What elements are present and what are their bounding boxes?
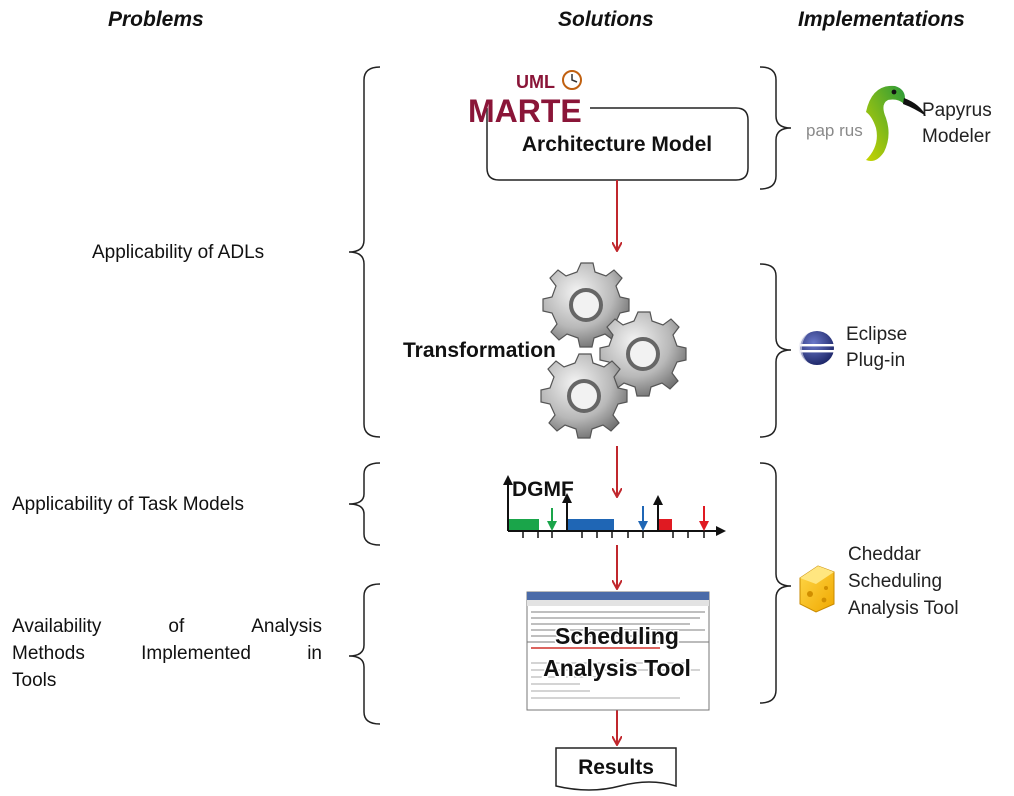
problem-brace-task [348,462,381,546]
eclipse-line2: Plug-in [846,349,906,371]
architecture-model-box [486,107,749,181]
cheddar-line2: Scheduling [848,570,943,592]
problem-analysis-methods: Availability of Analysis Methods Impleme… [12,614,322,695]
problem-analysis-word: Methods [12,642,85,664]
problem-brace-adl [348,66,381,438]
papyrus-line2: Modeler [922,125,991,147]
papyrus-logo-text: pap rus [806,121,863,140]
dgmf-job-green [509,519,539,530]
eclipse-icon [798,331,834,365]
scheduling-label-line1: Scheduling [555,623,679,649]
problem-analysis-word: of [168,616,185,637]
impl-brace-papyrus [759,66,792,190]
impl-brace-eclipse [759,263,792,438]
implementations-header: Implementations [798,8,965,31]
dgmf-job-blue [568,519,614,530]
marte-logo: MARTE [468,93,582,129]
problem-analysis-word: Tools [12,669,57,691]
eclipse-line1: Eclipse [846,324,908,345]
transformation-label: Transformation [403,339,556,362]
problem-analysis-word: Availability [12,616,102,637]
scheduling-label-line2: Analysis Tool [543,655,691,681]
papyrus-line1: Papyrus [922,100,992,121]
cheese-icon [799,565,835,613]
cheddar-line3: Analysis Tool [848,597,959,619]
impl-brace-cheddar [759,462,792,704]
problems-header: Problems [108,8,204,31]
gear-icon [539,352,629,440]
eclipse-label: Eclipse Plug-in [846,322,907,373]
architecture-model-label: Architecture Model [522,133,712,156]
problem-analysis-word: Analysis [251,616,322,637]
dgmf-job-red [658,519,672,530]
papyrus-label: Papyrus Modeler [922,98,992,149]
cheddar-label: Cheddar Scheduling Analysis Tool [848,542,959,623]
clock-icon [562,70,582,90]
cheddar-line1: Cheddar [848,544,921,565]
scheduling-tool-screenshot: Scheduling Analysis Tool [526,591,710,711]
results-label: Results [578,756,654,779]
results-document [555,747,677,791]
papyrus-bird-icon [866,85,926,161]
problem-brace-analysis [348,583,381,725]
problem-analysis-word: Implemented [141,642,251,664]
uml-logo: UML [516,72,555,92]
problem-task-models: Applicability of Task Models [12,494,244,515]
dgmf-label: DGMF [512,478,574,501]
dgmf-timeline: DGMF [503,475,726,538]
problem-adl: Applicability of ADLs [92,242,265,263]
problem-analysis-word: in [307,642,322,664]
solutions-header: Solutions [558,8,654,31]
